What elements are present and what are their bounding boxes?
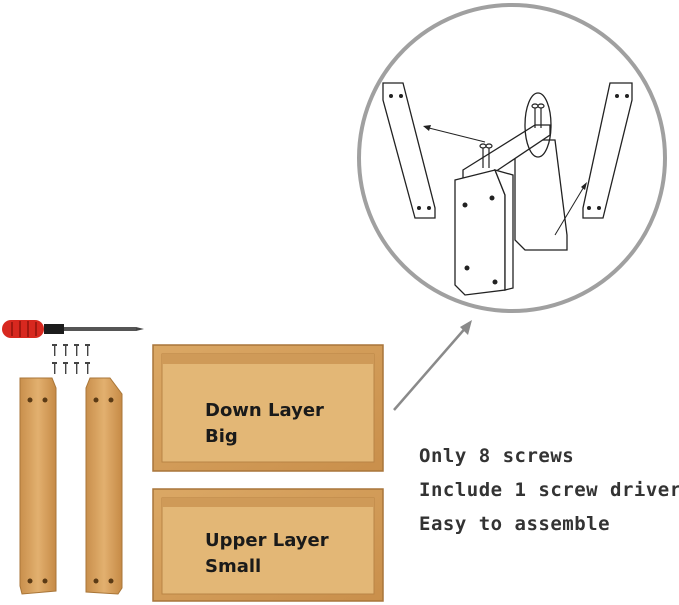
small-box-label: Upper Layer Small — [205, 528, 329, 580]
small-box-image — [152, 488, 384, 602]
feature-screwdriver: Include 1 screw driver — [419, 479, 679, 501]
feature-easy-assemble: Easy to assemble — [419, 513, 611, 535]
pointer-arrow — [393, 320, 472, 411]
right-side-panel — [85, 377, 123, 595]
big-box-label-line2: Big — [205, 426, 238, 447]
left-panel-drawing — [382, 82, 436, 219]
screws-icon — [52, 344, 90, 374]
screwdriver-icon — [2, 320, 144, 338]
big-box-image — [152, 344, 384, 472]
small-box-label-line1: Upper Layer — [205, 530, 329, 551]
assembly-diagram-circle — [357, 3, 667, 313]
left-side-panel — [19, 377, 57, 595]
small-box-label-line2: Small — [205, 556, 262, 577]
big-box-label: Down Layer Big — [205, 398, 324, 450]
feature-screws: Only 8 screws — [419, 445, 575, 467]
right-panel-drawing — [582, 82, 633, 219]
highlight-ellipse — [524, 92, 552, 158]
big-box-label-line1: Down Layer — [205, 400, 324, 421]
